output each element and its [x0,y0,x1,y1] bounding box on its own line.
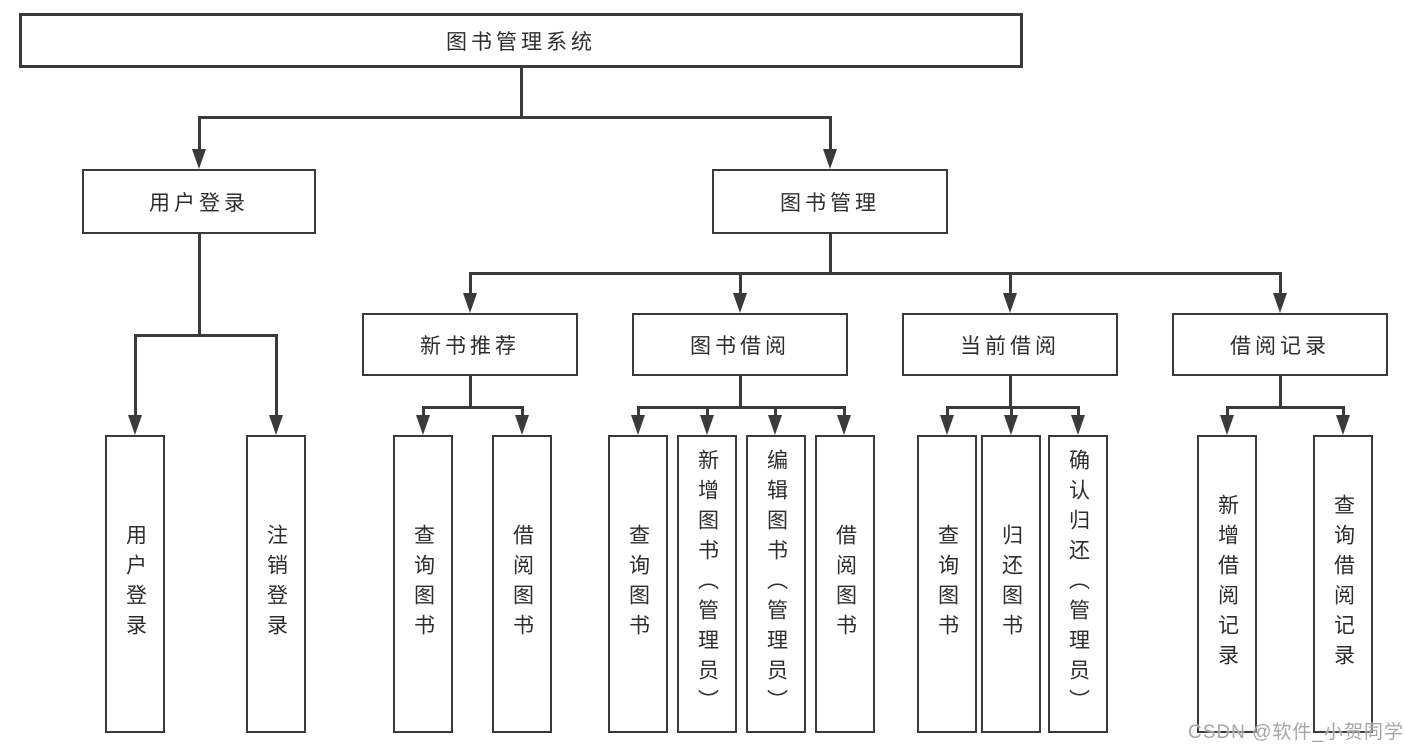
connector-line [636,407,640,419]
leaf-borrow-books-recommend: 借阅图书 [492,435,552,733]
node-book-management: 图书管理 [712,169,948,234]
leaf-label: 新增借阅记录 [1215,494,1239,674]
leaf-confirm-return-admin: 确认归还（管理员） [1048,435,1108,733]
connector-line [1008,376,1012,407]
arrow-down [1273,293,1287,313]
arrow-down [837,415,851,435]
leaf-user-login: 用户登录 [105,435,165,733]
arrow-down [128,415,142,435]
leaf-query-books-recommend: 查询图书 [393,435,453,733]
leaf-query-books-borrowing: 查询图书 [608,435,668,733]
node-new-book-recommend: 新书推荐 [362,313,578,376]
watermark-text: CSDN @软件_小贺同学 [1188,722,1404,743]
arrow-down [823,149,837,169]
leaf-label: 归还图书 [999,524,1023,644]
connector-line [945,405,1080,409]
node-user-login: 用户登录 [82,169,316,234]
leaf-label: 编辑图书（管理员） [764,449,788,719]
connector-line [197,234,201,336]
connector-line [705,407,709,419]
leaf-add-book-admin: 新增图书（管理员） [677,435,737,733]
connector-line [520,407,524,419]
connector-line [738,376,742,407]
node-label: 图书管理 [780,191,880,215]
connector-line [1225,407,1229,419]
node-label: 借阅记录 [1230,334,1330,358]
connector-line [1009,407,1013,419]
connector-line [133,335,137,417]
arrow-down [940,415,954,435]
node-label: 新书推荐 [420,334,520,358]
arrow-down [700,415,714,435]
leaf-label: 查询图书 [935,524,959,644]
connector-line [636,405,846,409]
arrow-down [1336,415,1350,435]
leaf-add-borrow-record: 新增借阅记录 [1197,435,1257,733]
arrow-down [768,415,782,435]
node-label: 图书管理系统 [446,30,596,54]
connector-line [773,407,777,419]
connector-line [468,376,472,407]
connector-line [1278,376,1282,407]
node-current-borrowing: 当前借阅 [902,313,1118,376]
connector-line [828,117,832,151]
leaf-label: 注销登录 [264,524,288,644]
connector-line [738,273,742,295]
connector-line [1341,407,1345,419]
connector-line [945,407,949,419]
connector-line [421,405,524,409]
leaf-return-book: 归还图书 [981,435,1041,733]
connector-line [421,407,425,419]
arrow-down [733,293,747,313]
arrow-down [515,415,529,435]
arrow-down [1004,415,1018,435]
node-book-borrowing: 图书借阅 [632,313,848,376]
connector-line [1225,405,1345,409]
leaf-query-borrow-record: 查询借阅记录 [1313,435,1373,733]
connector-line [519,68,523,119]
arrow-down [416,415,430,435]
connector-line [468,271,1282,275]
leaf-label: 用户登录 [123,524,147,644]
connector-line [274,335,278,417]
node-label: 图书借阅 [690,334,790,358]
node-borrowing-records: 借阅记录 [1172,313,1388,376]
connector-line [1076,407,1080,419]
leaf-edit-book-admin: 编辑图书（管理员） [746,435,806,733]
arrow-down [1071,415,1085,435]
arrow-down [1220,415,1234,435]
leaf-borrow-books-borrowing: 借阅图书 [815,435,875,733]
arrow-down [269,415,283,435]
arrow-down [1003,293,1017,313]
connector-line [468,273,472,295]
leaf-label: 借阅图书 [833,524,857,644]
node-label: 当前借阅 [960,334,1060,358]
connector-line [1008,273,1012,295]
leaf-label: 新增图书（管理员） [695,449,719,719]
arrow-down [192,149,206,169]
node-root-library-system: 图书管理系统 [19,13,1023,68]
leaf-query-books-current: 查询图书 [917,435,977,733]
connector-line [197,117,201,151]
leaf-label: 查询图书 [411,524,435,644]
leaf-label: 借阅图书 [510,524,534,644]
connector-line [828,234,832,274]
node-label: 用户登录 [149,191,249,215]
arrow-down [631,415,645,435]
leaf-label: 查询图书 [626,524,650,644]
arrow-down [463,293,477,313]
connector-line [1278,273,1282,295]
leaf-logout: 注销登录 [246,435,306,733]
connector-line [842,407,846,419]
connector-line [197,115,832,119]
leaf-label: 查询借阅记录 [1331,494,1355,674]
leaf-label: 确认归还（管理员） [1066,449,1090,719]
connector-line [133,333,278,337]
